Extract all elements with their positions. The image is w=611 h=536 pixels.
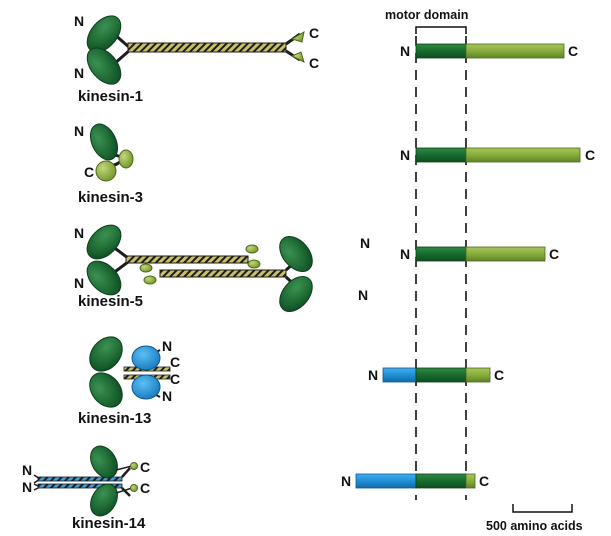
c-terminal-knob	[247, 259, 261, 269]
motor-head	[89, 372, 123, 408]
bar-n-label: N	[400, 147, 410, 163]
c-terminal-knob	[290, 31, 305, 43]
motor-head	[89, 123, 119, 161]
bar-c-label: C	[549, 246, 559, 262]
scale-bar-label: 500 amino acids	[486, 519, 583, 533]
kinesin-name: kinesin-1	[78, 88, 143, 105]
kinesin-14-structure: N N C C kinesin-14	[22, 445, 150, 532]
motor-domain-label: motor domain	[385, 8, 468, 22]
motor-head	[86, 47, 122, 85]
motor-head	[279, 236, 313, 272]
n-terminal-label: N	[74, 225, 84, 241]
kinesin-5-structure: N N kinesin-5	[74, 224, 313, 312]
motor-domain-bracket: motor domain	[385, 8, 468, 500]
side-n-label: N	[360, 235, 370, 251]
n-terminal-label: N	[74, 275, 84, 291]
kinesin-name: kinesin-13	[78, 410, 151, 427]
tail-segment	[465, 473, 476, 489]
motor-segment	[415, 246, 467, 262]
c-terminal-knob	[139, 263, 153, 273]
c-terminal-knob	[130, 462, 138, 470]
motor-segment	[415, 43, 467, 59]
bar-n-label: N	[341, 473, 351, 489]
c-terminal-label: C	[140, 480, 150, 496]
side-n-label: N	[358, 287, 368, 303]
n-terminal-label: N	[74, 123, 84, 139]
motor-segment	[415, 367, 467, 383]
domain-bar-kinesin-14: N C	[341, 473, 489, 489]
c-terminal-label: C	[309, 55, 319, 71]
motor-head	[89, 336, 123, 372]
motor-head	[90, 483, 118, 517]
bar-c-label: C	[494, 367, 504, 383]
kinesin-3-structure: N C kinesin-3	[74, 123, 143, 206]
bar-c-label: C	[585, 147, 595, 163]
domain-bar-kinesin-1: N C	[400, 43, 578, 59]
n-terminal-segment	[382, 367, 417, 383]
bar-n-label: N	[368, 367, 378, 383]
domain-bar-kinesin-3: N C	[400, 147, 595, 163]
c-terminal-label: C	[170, 371, 180, 387]
neck-domain	[131, 345, 161, 371]
c-terminal-label: C	[140, 459, 150, 475]
neck-domain	[131, 374, 161, 400]
motor-head	[86, 224, 122, 260]
domain-bar-kinesin-5: N N N C	[358, 235, 559, 303]
motor-head	[86, 260, 122, 296]
motor-head	[90, 445, 118, 479]
c-terminal-knob	[290, 51, 305, 63]
c-terminal-label: C	[84, 164, 94, 180]
n-terminal-segment	[355, 473, 417, 489]
c-terminal-knob	[245, 244, 259, 254]
tail-segment	[465, 246, 546, 262]
c-terminal-label: C	[170, 354, 180, 370]
motor-segment	[415, 473, 467, 489]
n-terminal-label: N	[22, 479, 32, 495]
n-terminal-label: N	[74, 13, 84, 29]
bar-c-label: C	[568, 43, 578, 59]
bar-c-label: C	[479, 473, 489, 489]
c-terminal-knob	[95, 160, 117, 182]
kinesin-name: kinesin-5	[78, 293, 143, 310]
scale-bar: 500 amino acids	[486, 504, 583, 533]
domain-bar-kinesin-13: N C	[368, 367, 504, 383]
tail-segment	[465, 147, 581, 163]
n-terminal-label: N	[162, 338, 172, 354]
n-terminal-label: N	[162, 388, 172, 404]
c-terminal-knob	[130, 484, 138, 492]
c-terminal-label: C	[309, 25, 319, 41]
kinesin-1-structure: N N C C kinesin-1	[74, 13, 319, 105]
n-terminal-label: N	[22, 462, 32, 478]
tail-segment	[465, 367, 491, 383]
motor-segment	[415, 147, 467, 163]
motor-head	[279, 276, 313, 312]
bar-n-label: N	[400, 246, 410, 262]
c-terminal-knob	[118, 149, 134, 169]
kinesin-13-structure: N C C N kinesin-13	[78, 336, 180, 427]
n-terminal-label: N	[74, 65, 84, 81]
kinesin-name: kinesin-3	[78, 189, 143, 206]
bar-n-label: N	[400, 43, 410, 59]
scale-bar-line	[512, 504, 573, 513]
tail-segment	[465, 43, 565, 59]
kinesin-name: kinesin-14	[72, 515, 146, 532]
c-terminal-knob	[143, 275, 157, 285]
